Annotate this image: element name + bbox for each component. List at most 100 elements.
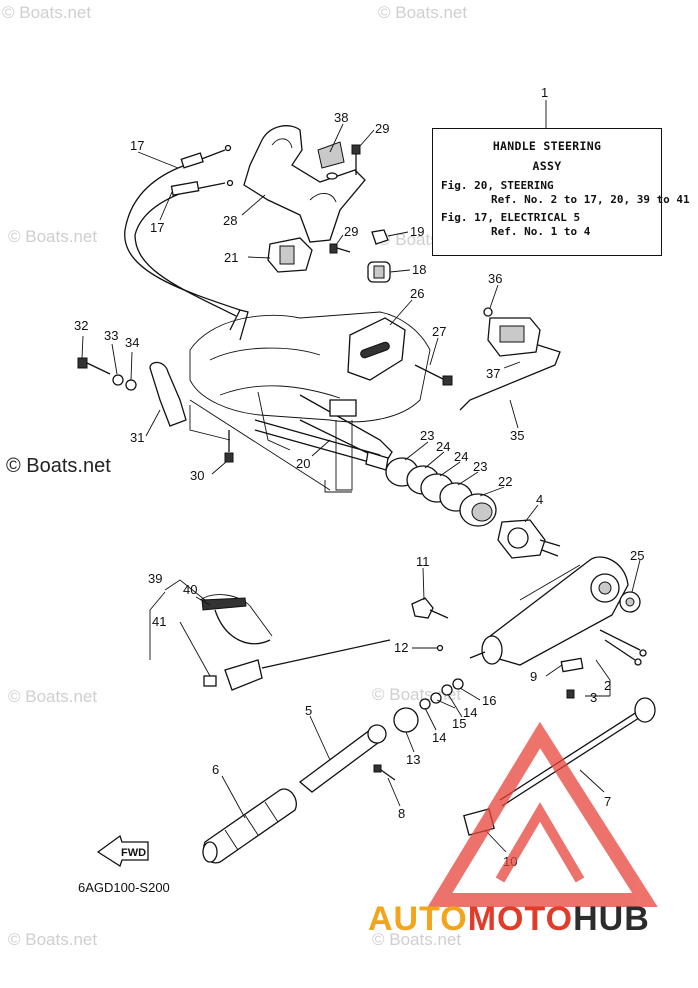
note-line: Fig. 17, ELECTRICAL 5 (441, 211, 581, 224)
watermark-text: © Boats.net (8, 930, 97, 949)
callout-35: 35 (510, 428, 524, 443)
grommet-18 (367, 261, 391, 283)
plate-9 (560, 657, 584, 673)
steering-shaft (254, 419, 389, 471)
watermark-text: © Boats.net (372, 930, 461, 949)
pin-12 (436, 644, 444, 652)
friction-knob-11 (411, 597, 449, 619)
fwd-label: FWD (121, 847, 146, 859)
callout-2: 2 (604, 678, 611, 693)
callout-4: 4 (536, 492, 543, 507)
callout-38: 38 (334, 110, 348, 125)
callout-24a: 24 (436, 439, 450, 454)
callout-17a: 17 (130, 138, 144, 153)
clip-38 (317, 141, 345, 169)
callout-23b: 23 (473, 459, 487, 474)
callout-16: 16 (482, 693, 496, 708)
leader-lines (81, 100, 641, 853)
watermark-text: © Boats.net (378, 3, 467, 22)
callout-28: 28 (223, 213, 237, 228)
callout-17b: 17 (150, 220, 164, 235)
callout-25: 25 (630, 548, 644, 563)
callout-32: 32 (74, 318, 88, 333)
callout-29a: 29 (375, 121, 389, 136)
throttle-cables-17 (124, 144, 241, 317)
note-subtitle: ASSY (532, 159, 562, 173)
cable-7 (499, 697, 656, 807)
logo-triangle-icon (427, 721, 658, 907)
bolt-32 (77, 357, 111, 375)
callouts: 1 2 3 4 5 6 7 8 9 10 11 12 13 14 14 15 1… (74, 85, 644, 869)
callout-14b: 14 (463, 705, 477, 720)
throttle-shaft-5 (298, 724, 387, 793)
callout-37: 37 (486, 366, 500, 381)
callout-13: 13 (406, 752, 420, 767)
washer-33 (112, 374, 124, 386)
upper-bracket-assembly (189, 309, 431, 493)
washers-13-16 (393, 678, 464, 733)
callout-20: 20 (296, 456, 310, 471)
note-line: Ref. No. 2 to 17, 20, 39 to 41 (491, 193, 690, 206)
callout-19: 19 (410, 224, 424, 239)
note-title: HANDLE STEERING (492, 139, 602, 153)
note-box: HANDLE STEERING ASSY Fig. 20, STEERING R… (432, 128, 690, 256)
watermark-text: © Boats.net (8, 687, 97, 706)
callout-3: 3 (590, 690, 597, 705)
logo-text: AUTOMOTOHUB (368, 900, 650, 939)
throttle-grip-6 (202, 788, 297, 864)
callout-22: 22 (498, 474, 512, 489)
clip-41 (203, 675, 217, 687)
cover-26 (347, 317, 406, 381)
callout-23a: 23 (420, 428, 434, 443)
callout-18: 18 (412, 262, 426, 277)
callout-11: 11 (416, 554, 430, 569)
watermark-text: © Boats.net (8, 227, 97, 246)
callout-34: 34 (125, 335, 139, 350)
callout-31: 31 (130, 430, 144, 445)
stop-switch-39 (224, 639, 391, 691)
switch-36 (459, 307, 561, 411)
watermark-text: © Boats.net (6, 455, 111, 477)
callout-24b: 24 (454, 449, 468, 464)
cable-clamp-21 (267, 237, 313, 273)
callout-30: 30 (190, 468, 204, 483)
bolt-19 (371, 229, 389, 245)
bushing-25 (619, 591, 641, 613)
callout-7: 7 (604, 794, 611, 809)
watermark-text: © Boats.net (2, 3, 91, 22)
bolt-27 (414, 364, 453, 386)
bracket-31 (149, 361, 187, 427)
callout-8: 8 (398, 806, 405, 821)
screw-29-upper (351, 144, 361, 175)
callout-15: 15 (452, 716, 466, 731)
lanyard-40 (199, 594, 273, 645)
watermarks: © Boats.net © Boats.net © Boats.net © Bo… (2, 3, 467, 949)
handle-bracket-28 (243, 125, 366, 243)
callout-27: 27 (432, 324, 446, 339)
callout-29b: 29 (344, 224, 358, 239)
callout-12: 12 (394, 640, 408, 655)
bolt-30 (224, 430, 234, 463)
callout-5: 5 (305, 703, 312, 718)
screw-29-lower (329, 243, 351, 254)
handle-body-2 (469, 556, 647, 666)
callout-9: 9 (530, 669, 537, 684)
rings-and-bushings (385, 457, 561, 559)
callout-39: 39 (148, 571, 162, 586)
callout-26: 26 (410, 286, 424, 301)
callout-40: 40 (183, 582, 197, 597)
note-line: Fig. 20, STEERING (441, 179, 554, 192)
callout-21: 21 (224, 250, 238, 265)
washer-34 (125, 379, 137, 391)
note-line: Ref. No. 1 to 4 (491, 225, 591, 238)
logo-part-hub: HUB (573, 900, 650, 938)
fwd-arrow: FWD (96, 834, 149, 867)
screw-8 (373, 764, 396, 781)
logo-part-moto: MOTO (467, 900, 574, 938)
callout-33: 33 (104, 328, 118, 343)
drawing-code: 6AGD100-S200 (78, 880, 170, 895)
callout-36: 36 (488, 271, 502, 286)
screw-3 (566, 689, 575, 699)
logo-part-auto: AUTO (368, 900, 468, 938)
